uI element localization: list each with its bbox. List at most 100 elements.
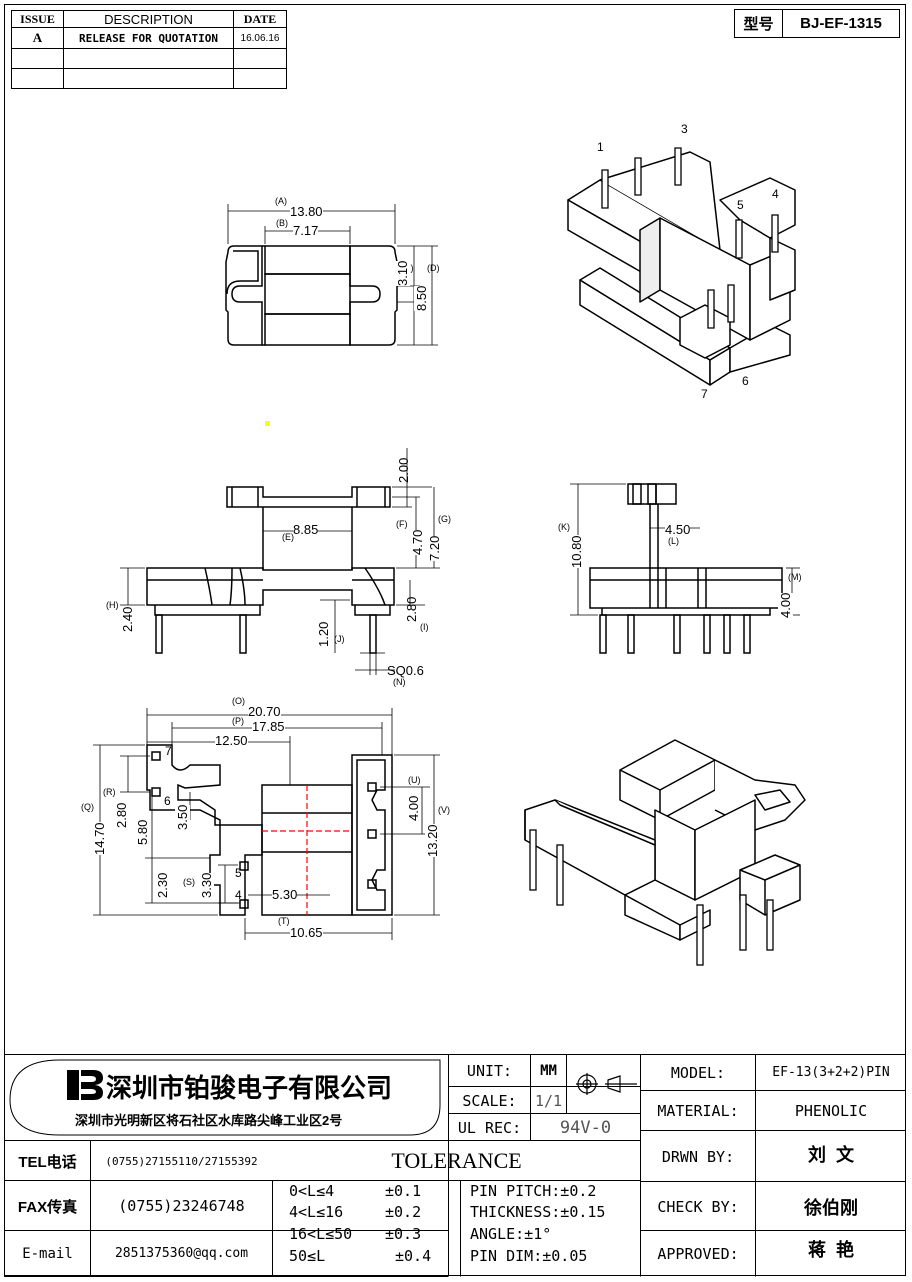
model-box-label: 型号 xyxy=(743,16,774,33)
company-address: 深圳市光明新区将石社区水库路尖峰工业区2号 xyxy=(75,1113,343,1128)
drawn-value: 刘 文 xyxy=(807,1144,854,1165)
scale-label: SCALE: xyxy=(462,1091,517,1110)
revision-table-grid xyxy=(11,10,287,89)
dim-q-label: (Q) xyxy=(81,802,94,812)
dim-t-value: 10.65 xyxy=(290,925,323,940)
dim-d-label: (D) xyxy=(427,263,440,273)
company-logo-icon xyxy=(67,1070,103,1100)
company-name: 深圳市铂骏电子有限公司 xyxy=(106,1073,393,1103)
dim-v-label: (V) xyxy=(438,805,450,815)
tolerance-range-4: 50≤L xyxy=(289,1247,326,1265)
revision-issue: A xyxy=(32,30,43,45)
dim-h-label: (H) xyxy=(106,600,119,610)
dim-a-label: (A) xyxy=(275,196,287,206)
isometric-drawing-bottom xyxy=(524,739,806,966)
dim-e-value: 8.85 xyxy=(293,522,319,537)
title-block-grid xyxy=(4,1054,906,1277)
dim-j-label: (J) xyxy=(334,634,345,644)
material-value: PHENOLIC xyxy=(794,1102,868,1120)
dim-e-label: (E) xyxy=(282,532,294,542)
bottom-v530: 5.30 xyxy=(272,887,298,902)
issue-header: ISSUE xyxy=(20,11,55,26)
date-header: DATE xyxy=(243,11,277,26)
bottom-v230: 2.30 xyxy=(155,872,170,898)
unit-value: MM xyxy=(540,1062,557,1079)
tolerance-range-2: 4<L≤16 xyxy=(289,1203,344,1221)
bottom-view-drawing xyxy=(93,708,440,940)
dim-k-value: 10.80 xyxy=(569,535,584,568)
email-label: E-mail xyxy=(22,1245,73,1262)
dim-c-value: 3.10 xyxy=(395,260,410,286)
revision-date: 16.06.16 xyxy=(240,32,280,44)
revision-description: RELEASE FOR QUOTATION xyxy=(78,31,219,45)
dim-t-label: (T) xyxy=(278,916,290,926)
bottom-v350: 3.50 xyxy=(175,804,190,830)
dim-a-value: 13.80 xyxy=(290,204,323,219)
fax-value: (0755)23246748 xyxy=(118,1197,245,1215)
dim-g-label: (G) xyxy=(438,514,451,524)
dim-q-value: 14.70 xyxy=(92,822,107,855)
description-header: DESCRIPTION xyxy=(104,11,193,27)
dim-u-value: 4.00 xyxy=(406,795,421,821)
dim-i-value: 2.80 xyxy=(404,596,419,622)
iso-pin-5: 5 xyxy=(737,198,744,212)
dim-p-label: (P) xyxy=(232,716,244,726)
bottom-pin-5: 5 xyxy=(235,866,242,880)
angle-tolerance: ANGLE:±1° xyxy=(470,1225,552,1243)
dim-b-label: (B) xyxy=(276,218,288,228)
iso-pin-1: 1 xyxy=(597,140,604,154)
thickness-tolerance: THICKNESS:±0.15 xyxy=(470,1203,606,1221)
ul-label: UL REC: xyxy=(457,1118,522,1137)
fax-label: FAX传真 xyxy=(17,1198,78,1216)
tolerance-range-3: 16<L≤50 xyxy=(289,1225,353,1243)
pin-pitch-tolerance: PIN PITCH:±0.2 xyxy=(470,1182,597,1200)
dim-f-value: 4.70 xyxy=(410,529,425,555)
scale-value: 1/1 xyxy=(534,1091,563,1110)
bottom-pin-6: 6 xyxy=(164,794,171,808)
approved-value: 蒋 艳 xyxy=(807,1239,854,1260)
dim-h-value: 2.40 xyxy=(120,606,135,632)
tel-label: TEL电话 xyxy=(18,1153,77,1171)
iso-pin-6: 6 xyxy=(742,374,749,388)
dim-f-label: (F) xyxy=(396,519,408,529)
dim-k-label: (K) xyxy=(558,522,570,532)
approved-label: APPROVED: xyxy=(657,1244,739,1263)
dim-p-value: 17.85 xyxy=(252,719,285,734)
isometric-drawing-top xyxy=(567,147,796,386)
dim-s-label: (S) xyxy=(183,877,195,887)
dim-b-value: 7.17 xyxy=(293,223,319,238)
dim-o-label: (O) xyxy=(232,696,245,706)
dim-s-value: 3.30 xyxy=(199,872,214,898)
front-view-drawing xyxy=(120,448,440,675)
iso-pin-7: 7 xyxy=(701,387,708,401)
dim-l-label: (L) xyxy=(668,536,679,546)
bottom-pin-7: 7 xyxy=(165,744,172,758)
bottom-pin-4: 4 xyxy=(235,888,242,902)
ul-value: 94V-0 xyxy=(559,1117,612,1138)
dim-n-value: SQ0.6 xyxy=(387,663,424,678)
dim-m-value: 4.00 xyxy=(778,592,793,618)
check-value: 徐伯刚 xyxy=(804,1197,858,1218)
tolerance-value-2: ±0.2 xyxy=(385,1203,422,1221)
front-v2-value: 2.00 xyxy=(396,457,411,483)
tolerance-value-1: ±0.1 xyxy=(385,1182,422,1200)
material-label: MATERIAL: xyxy=(657,1102,739,1120)
drawing-frame xyxy=(4,4,906,1276)
unit-label: UNIT: xyxy=(466,1061,513,1080)
dim-l-value: 4.50 xyxy=(665,522,691,537)
dim-v-value: 13.20 xyxy=(425,824,440,857)
iso-pin-4: 4 xyxy=(772,187,779,201)
top-view-drawing xyxy=(225,204,438,426)
side-view-drawing xyxy=(570,483,800,654)
tolerance-value-3: ±0.3 xyxy=(385,1225,422,1243)
model-label: MODEL: xyxy=(670,1063,726,1082)
tolerance-range-1: 0<L≤4 xyxy=(289,1182,335,1200)
dim-u-label: (U) xyxy=(408,775,421,785)
model-box-value: BJ-EF-1315 xyxy=(800,15,882,32)
pin-dim-tolerance: PIN DIM:±0.05 xyxy=(470,1247,588,1265)
dim-n-label: (N) xyxy=(393,677,406,687)
tolerance-title: TOLERANCE xyxy=(391,1148,522,1173)
dim-i-label: (I) xyxy=(420,622,429,632)
tel-value: (0755)27155110/27155392 xyxy=(105,1154,258,1168)
check-label: CHECK BY: xyxy=(657,1197,739,1216)
